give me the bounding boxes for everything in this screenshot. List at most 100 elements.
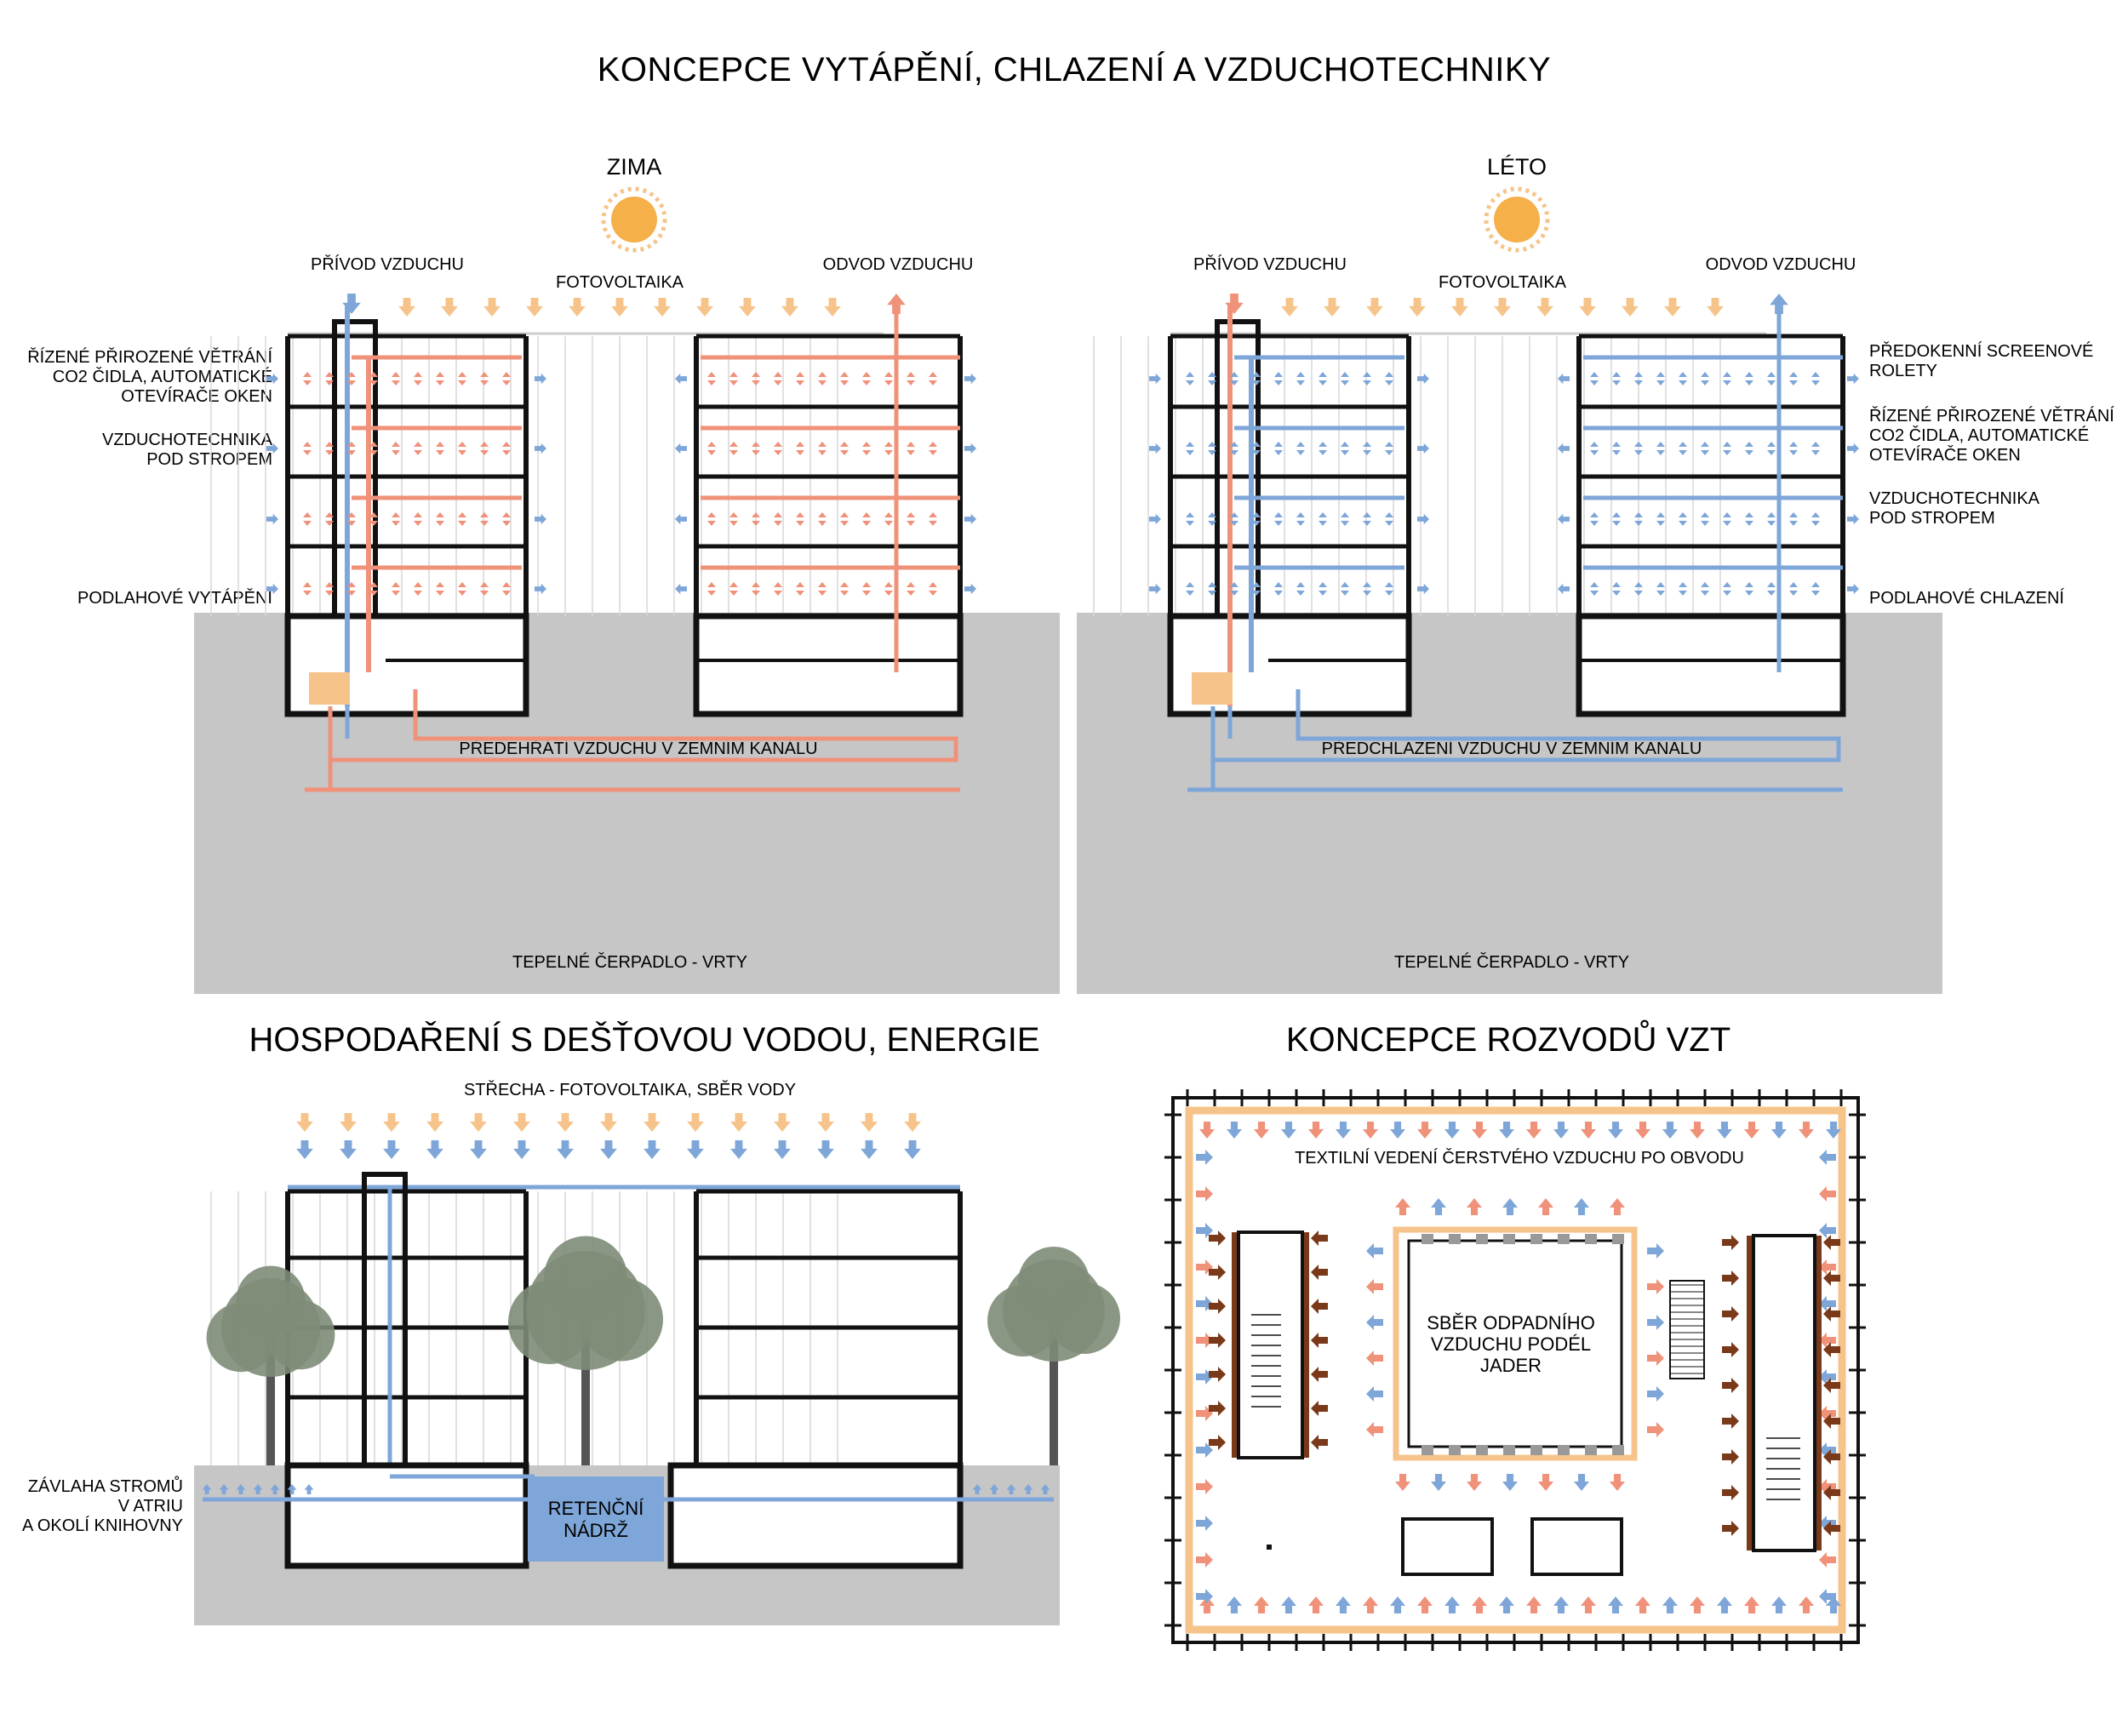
supply-air-arrow-icon — [1444, 1596, 1460, 1613]
air-arrow-icon — [929, 521, 937, 526]
rain-arrow-icon — [861, 1140, 878, 1159]
window-air-arrow-icon — [964, 373, 976, 385]
solar-arrow-icon — [817, 1113, 834, 1132]
supply-air-arrow-icon — [1690, 1596, 1705, 1613]
summer-sun-icon — [1484, 186, 1550, 253]
supply-air-arrow-icon — [1225, 294, 1244, 314]
vzt-core-label-1: SBĚR ODPADNÍHO — [1427, 1312, 1595, 1333]
air-arrow-icon — [729, 450, 738, 455]
air-arrow-icon — [1745, 512, 1753, 517]
window-air-arrow-icon — [535, 443, 546, 454]
air-arrow-icon — [1296, 380, 1305, 385]
air-arrow-icon — [392, 591, 400, 596]
air-arrow-icon — [1319, 582, 1327, 587]
exhaust-arrow-icon — [1722, 1413, 1739, 1429]
air-arrow-icon — [1296, 591, 1305, 596]
air-arrow-icon — [1186, 521, 1194, 526]
rain-arrow-icon — [774, 1140, 791, 1159]
exhaust-arrow-icon — [1311, 1401, 1328, 1416]
air-arrow-icon — [480, 372, 489, 377]
supply-air-arrow-icon — [1553, 1596, 1569, 1613]
air-arrow-icon — [325, 380, 334, 385]
air-arrow-icon — [1767, 442, 1776, 447]
window-air-arrow-icon — [1417, 513, 1429, 525]
window-air-arrow-icon — [535, 513, 546, 525]
solar-gain-arrow-icon — [696, 298, 713, 317]
solar-arrow-icon — [861, 1113, 878, 1132]
summer-shade-label-1: PŘEDOKENNÍ SCREENOVÉ — [1869, 341, 2093, 361]
air-arrow-icon — [907, 582, 915, 587]
window-air-arrow-icon — [266, 583, 278, 595]
air-arrow-icon — [1385, 380, 1393, 385]
supply-air-arrow-icon — [1227, 1596, 1242, 1613]
column-icon — [1503, 1234, 1515, 1244]
air-arrow-icon — [1274, 442, 1283, 447]
air-arrow-icon — [303, 442, 312, 447]
air-arrow-icon — [414, 591, 422, 596]
exhaust-arrow-icon — [1722, 1378, 1739, 1393]
air-arrow-icon — [369, 380, 378, 385]
air-arrow-icon — [840, 512, 849, 517]
air-arrow-icon — [862, 380, 871, 385]
tree-canopy — [1018, 1247, 1090, 1318]
supply-air-arrow-icon — [1196, 1589, 1213, 1604]
atrium-arrow-icon — [1366, 1279, 1383, 1294]
supply-air-arrow-icon — [1819, 1589, 1836, 1604]
rain-arrow-icon — [730, 1140, 747, 1159]
air-arrow-icon — [840, 450, 849, 455]
irrigation-arrow-icon — [253, 1484, 263, 1494]
air-arrow-icon — [1208, 591, 1216, 596]
exhaust-arrow-icon — [1823, 1413, 1840, 1429]
air-arrow-icon — [707, 450, 716, 455]
air-arrow-icon — [862, 372, 871, 377]
exhaust-arrow-icon — [1209, 1299, 1226, 1314]
air-arrow-icon — [1811, 442, 1820, 447]
supply-air-arrow-icon — [1662, 1122, 1678, 1139]
toilet-block — [1401, 1517, 1494, 1576]
air-arrow-icon — [1767, 582, 1776, 587]
air-arrow-icon — [1274, 582, 1283, 587]
air-arrow-icon — [1656, 442, 1665, 447]
air-arrow-icon — [347, 521, 356, 526]
air-arrow-icon — [929, 380, 937, 385]
window-air-arrow-icon — [1558, 443, 1570, 454]
supply-air-arrow-icon — [1390, 1596, 1405, 1613]
exhaust-arrow-icon — [1209, 1265, 1226, 1280]
rain-arrow-icon — [817, 1140, 834, 1159]
air-arrow-icon — [1385, 450, 1393, 455]
air-arrow-icon — [1656, 450, 1665, 455]
solar-arrow-icon — [644, 1113, 661, 1132]
air-arrow-icon — [1811, 512, 1820, 517]
air-arrow-icon — [1679, 442, 1687, 447]
air-arrow-icon — [436, 512, 444, 517]
air-arrow-icon — [774, 442, 782, 447]
air-arrow-icon — [1230, 380, 1238, 385]
air-arrow-icon — [414, 380, 422, 385]
air-arrow-icon — [1789, 591, 1798, 596]
air-arrow-icon — [1811, 521, 1820, 526]
column-icon — [1612, 1445, 1624, 1455]
air-arrow-icon — [303, 521, 312, 526]
supply-air-arrow-icon — [1196, 1150, 1213, 1165]
irrigation-arrow-icon — [287, 1484, 297, 1494]
air-arrow-icon — [796, 512, 804, 517]
air-arrow-icon — [502, 372, 511, 377]
air-arrow-icon — [480, 591, 489, 596]
exhaust-air-arrow-icon — [1770, 294, 1788, 314]
air-arrow-icon — [1252, 450, 1261, 455]
air-arrow-icon — [729, 512, 738, 517]
tree-trunk — [266, 1328, 275, 1465]
air-arrow-icon — [1656, 521, 1665, 526]
rain-arrow-icon — [600, 1140, 617, 1159]
air-arrow-icon — [480, 442, 489, 447]
exhaust-arrow-icon — [1209, 1435, 1226, 1450]
irrigation-arrow-icon — [202, 1484, 212, 1494]
supply-air-arrow-icon — [1417, 1122, 1433, 1139]
air-arrow-icon — [502, 512, 511, 517]
supply-air-arrow-icon — [1819, 1442, 1836, 1458]
air-arrow-icon — [458, 512, 466, 517]
supply-air-arrow-icon — [1363, 1122, 1378, 1139]
air-arrow-icon — [436, 521, 444, 526]
air-arrow-icon — [840, 372, 849, 377]
air-arrow-icon — [752, 372, 760, 377]
